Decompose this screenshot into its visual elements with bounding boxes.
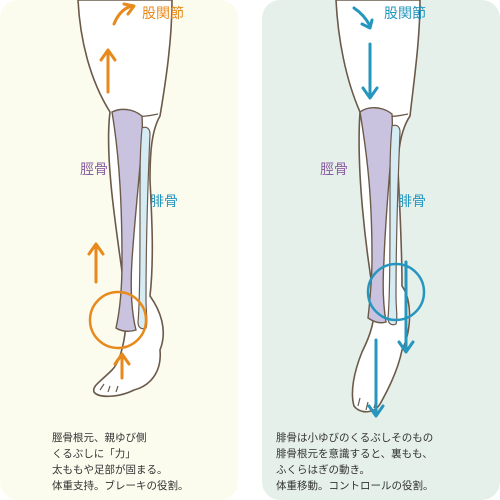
hip-joint-label: 股関節 <box>142 6 184 22</box>
curved-arrow-hip-icon <box>112 2 136 26</box>
caption-line: 体重移動。コントロールの役割。 <box>276 480 434 492</box>
down-arrow-foot-icon <box>367 338 385 418</box>
caption-line: くるぶしに「力」 <box>52 448 136 460</box>
ankle-highlight-circle <box>88 290 148 350</box>
ankle-highlight-circle <box>366 262 426 322</box>
curved-arrow-hip-icon <box>352 6 374 30</box>
fibula-label: 腓骨 <box>398 194 426 210</box>
tibia-bone <box>111 108 143 333</box>
caption-line: 腓骨は小ゆびのくるぶしそのもの <box>276 432 434 444</box>
tibia-label: 脛骨 <box>80 162 108 178</box>
caption-line: ふくらはぎの動き。 <box>276 464 370 476</box>
tibia-bone <box>359 107 393 324</box>
down-arrow-ankle-icon <box>397 260 415 354</box>
up-arrow-mid-icon <box>87 242 105 284</box>
left-panel: 股関節 脛骨 腓骨 脛骨根元、親ゆび側 くるぶしに「力」 太ももや足部が固まる。… <box>0 0 238 500</box>
caption-line: 腓骨根元を意識すると、裏もも、 <box>276 448 433 460</box>
caption-line: 太ももや足部が固まる。 <box>52 464 168 476</box>
down-arrow-top-icon <box>361 42 379 100</box>
up-arrow-top-icon <box>99 48 117 94</box>
left-caption: 脛骨根元、親ゆび側 くるぶしに「力」 太ももや足部が固まる。 体重支持。ブレーキ… <box>52 430 189 494</box>
fibula-bone <box>387 124 401 326</box>
left-leg-illustration <box>77 0 173 398</box>
caption-line: 脛骨根元、親ゆび側 <box>52 432 147 444</box>
fibula-label: 腓骨 <box>150 194 178 210</box>
right-caption: 腓骨は小ゆびのくるぶしそのもの 腓骨根元を意識すると、裏もも、 ふくらはぎの動き… <box>276 430 434 494</box>
up-arrow-foot-icon <box>113 352 131 380</box>
hip-joint-label: 股関節 <box>384 6 426 22</box>
tibia-label: 脛骨 <box>320 162 348 178</box>
right-panel: 股関節 脛骨 腓骨 腓骨は小ゆびのくるぶしそのもの 腓骨根元を意識すると、裏もも… <box>262 0 500 500</box>
right-leg-illustration <box>335 0 426 418</box>
caption-line: 体重支持。ブレーキの役割。 <box>52 480 189 492</box>
